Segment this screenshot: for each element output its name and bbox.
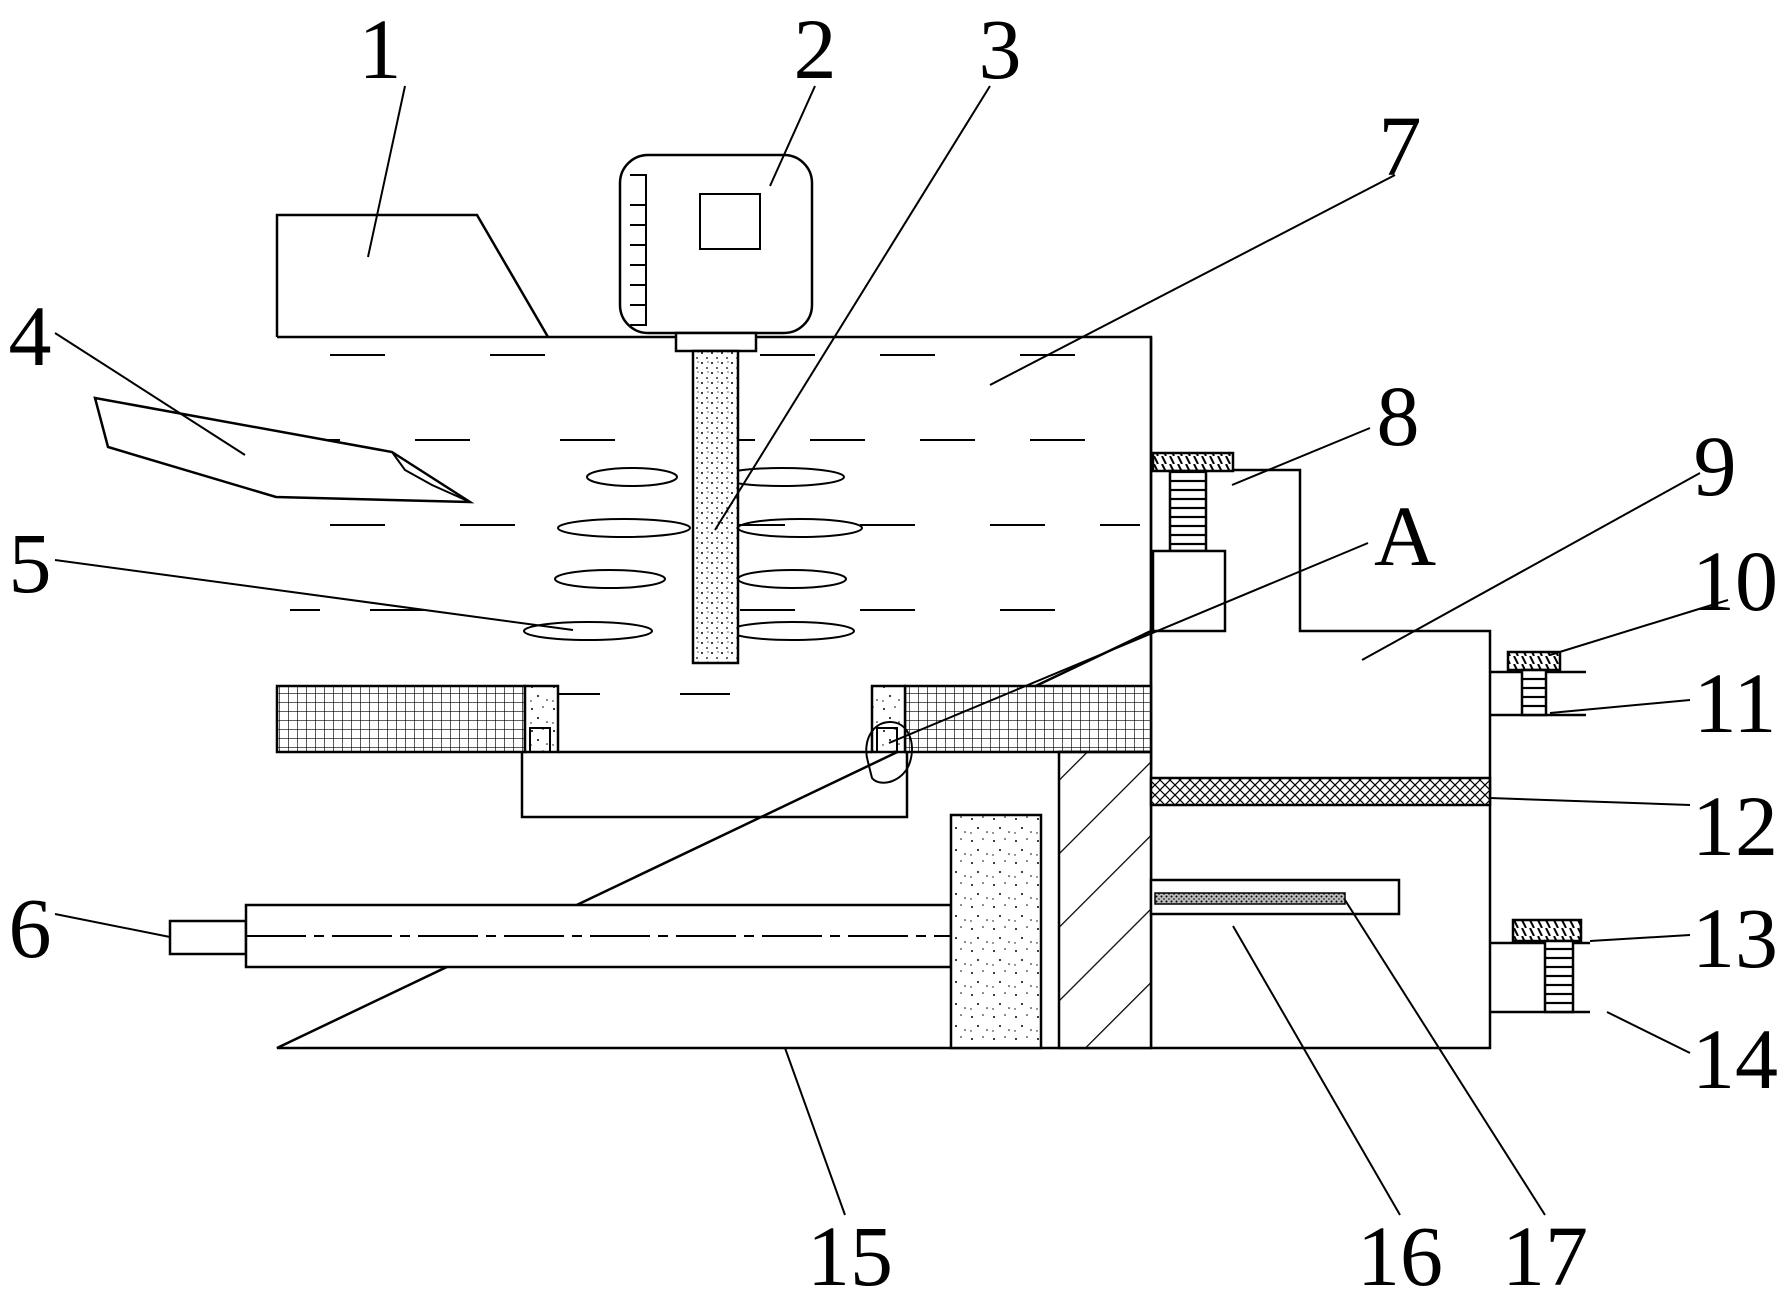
filter-screen-right (903, 684, 1153, 754)
filter-band (1149, 776, 1492, 807)
callout-labels: 1 2 3 4 5 6 7 8 A 9 10 11 12 13 14 15 16… (9, 1, 1779, 1294)
screw-rod (168, 903, 953, 969)
callout-5: 5 (9, 515, 52, 611)
callout-3: 3 (979, 1, 1022, 97)
feed-hopper (275, 213, 550, 338)
callout-4: 4 (9, 288, 52, 384)
callout-15: 15 (807, 1208, 893, 1294)
callout-11: 11 (1694, 655, 1777, 751)
callout-1: 1 (359, 1, 402, 97)
bolt-head-13 (1511, 918, 1583, 943)
bolt-head-8 (1151, 451, 1235, 473)
bolt-thread-10 (1520, 668, 1548, 717)
inlet-pipe (93, 396, 475, 504)
callout-2: 2 (794, 1, 837, 97)
side-box (1151, 468, 1492, 1050)
callout-7: 7 (1379, 98, 1422, 194)
stirring-shaft (691, 349, 740, 665)
callout-12: 12 (1692, 778, 1778, 874)
clamp-hook-left (529, 727, 551, 752)
detail-circle-a (865, 720, 913, 784)
bolt-thread-8 (1168, 469, 1208, 553)
bolt-block-8 (1151, 549, 1227, 633)
bracket-14 (1490, 941, 1590, 1014)
callout-a: A (1374, 488, 1436, 584)
drawer-strip (1154, 892, 1346, 905)
callout-17: 17 (1502, 1208, 1588, 1294)
callout-6: 6 (9, 880, 52, 976)
inlet-pipe-mouth (391, 451, 471, 503)
callout-13: 13 (1692, 890, 1778, 986)
callout-14: 14 (1692, 1011, 1778, 1107)
bolt-thread-13 (1543, 939, 1575, 1014)
callout-16: 16 (1357, 1208, 1443, 1294)
collection-tray (520, 752, 909, 819)
hatched-partition (1057, 750, 1153, 1050)
motor (618, 153, 814, 353)
callout-9: 9 (1694, 418, 1737, 514)
leader-lines (54, 85, 1729, 1216)
callout-8: 8 (1377, 368, 1420, 464)
filter-screen-left (275, 684, 527, 754)
callout-10: 10 (1692, 533, 1778, 629)
slider-block (949, 813, 1043, 1050)
